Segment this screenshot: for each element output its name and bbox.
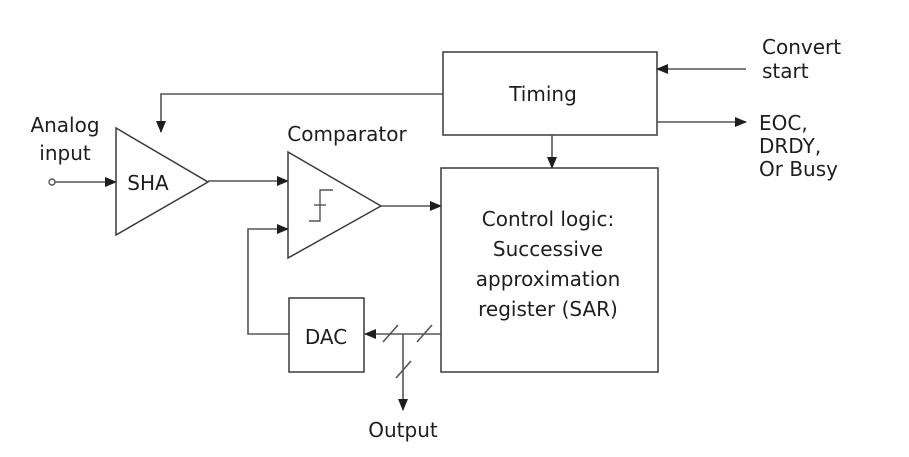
output-label: Output <box>368 418 438 442</box>
status-label-line2: DRDY, <box>759 134 821 158</box>
wire-dac-to-comparator <box>247 224 289 335</box>
control-label-line4: register (SAR) <box>478 297 618 321</box>
status-label-line3: Or Busy <box>759 157 838 181</box>
dac-label: DAC <box>305 325 347 349</box>
control-label-line2: Successive <box>493 237 603 261</box>
sha-block: SHA <box>115 126 210 237</box>
convert-start-label: Convert start <box>762 35 841 83</box>
timing-label: Timing <box>508 82 577 106</box>
control-label-line1: Control logic: <box>482 207 614 231</box>
wire-timing-to-sha <box>156 93 443 133</box>
analog-input-label-line2: input <box>39 141 91 165</box>
convert-start-label-line1: Convert <box>762 35 841 59</box>
input-terminal-icon <box>48 178 56 186</box>
analog-input-label: Analog input <box>30 113 99 165</box>
sha-label: SHA <box>127 171 169 195</box>
comparator-block <box>287 150 383 260</box>
convert-start-label-line2: start <box>762 59 809 83</box>
comparator-label: Comparator <box>287 122 407 146</box>
dac-block: DAC <box>288 297 365 373</box>
status-label-line1: EOC, <box>759 111 808 135</box>
timing-block: Timing <box>442 51 658 136</box>
bus-width-mark-2 <box>416 324 433 343</box>
control-logic-block: Control logic: Successive approximation … <box>440 167 659 373</box>
bus-width-mark-3 <box>395 360 412 379</box>
analog-input-label-line1: Analog <box>30 113 99 137</box>
control-label-line3: approximation <box>476 267 621 291</box>
bus-width-mark-1 <box>382 324 399 343</box>
status-output-label: EOC, DRDY, Or Busy <box>759 111 838 181</box>
